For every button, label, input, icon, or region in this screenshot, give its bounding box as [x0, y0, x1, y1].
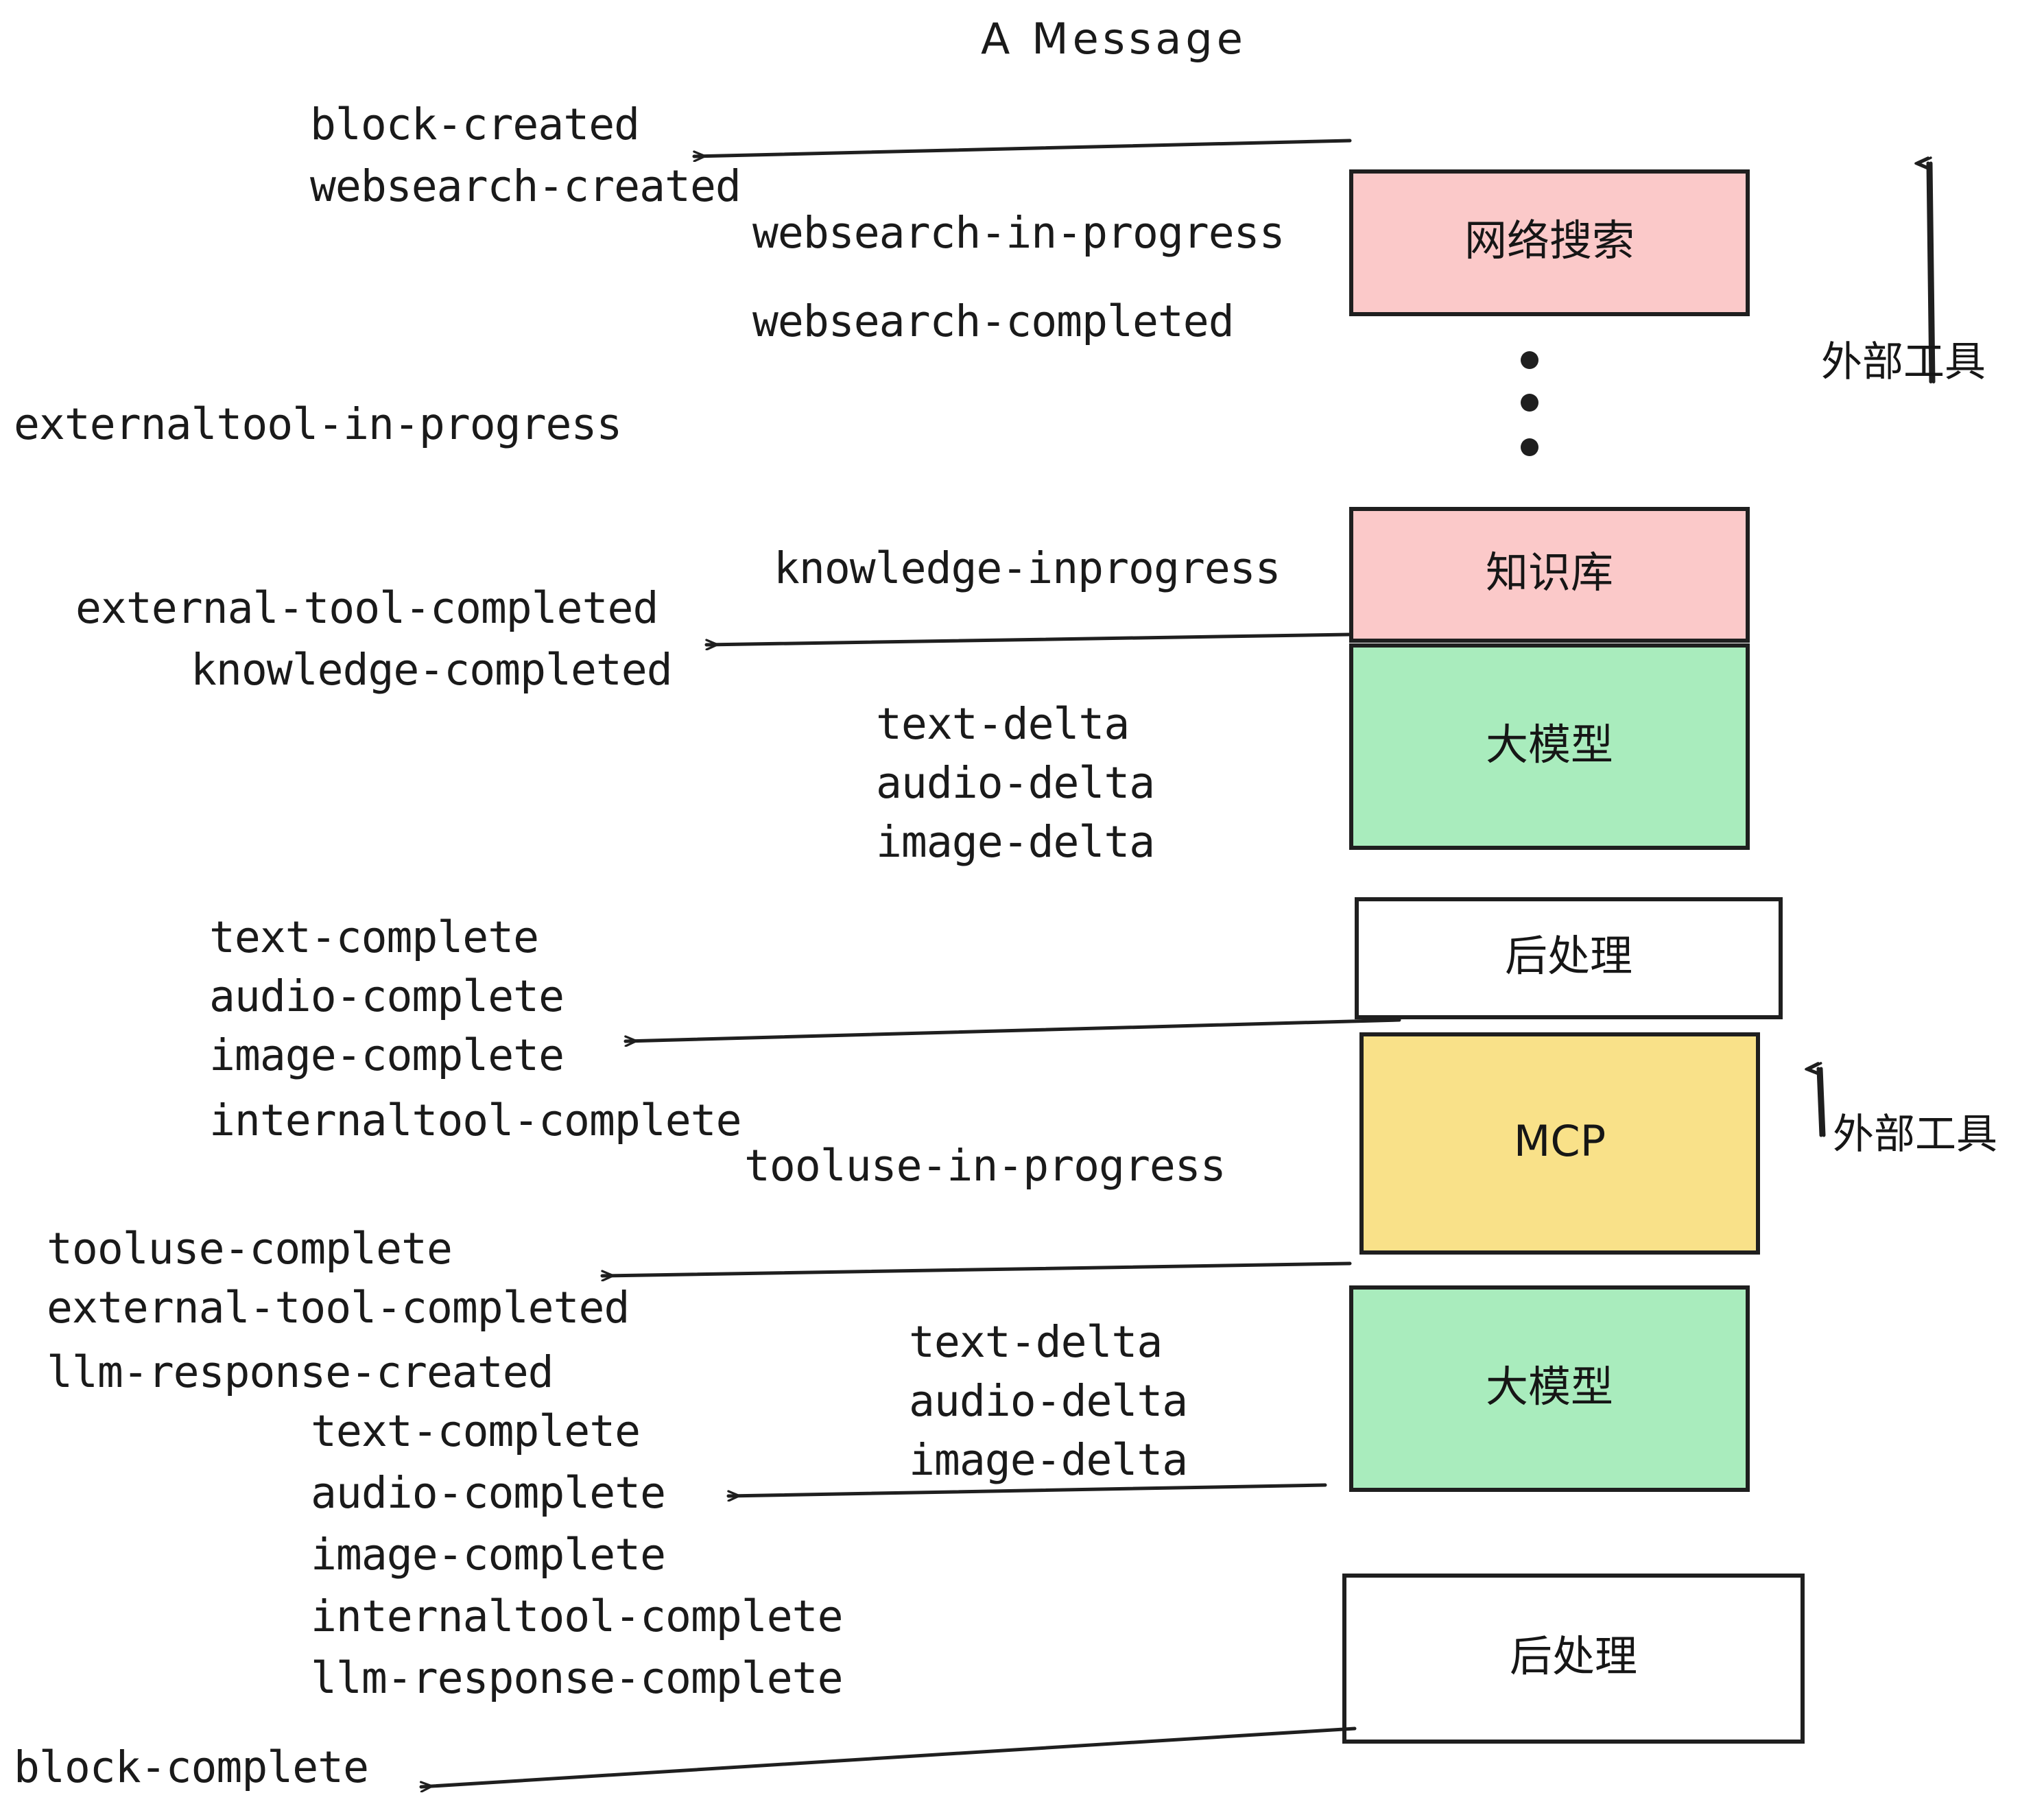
node-box-mcp[interactable] [1359, 1032, 1760, 1255]
event-label-external-tool-completed-2: external-tool-completed [47, 1283, 630, 1333]
event-label-tooluse-complete: tooluse-complete [47, 1224, 453, 1274]
event-label-audio-complete-2: audio-complete [311, 1468, 666, 1518]
event-label-text-complete-1: text-complete [209, 912, 539, 962]
event-label-websearch-created: websearch-created [310, 161, 741, 211]
node-label-postproc-1: 后处理 [1504, 931, 1632, 981]
external-tools-arrow-bottom-up [1805, 1062, 1823, 1137]
ellipsis-dot-2 [1521, 394, 1538, 412]
node-label-postproc-2: 后处理 [1509, 1631, 1637, 1681]
ellipsis-dot-3 [1521, 438, 1538, 456]
flow-arrow-layer [419, 139, 1401, 1787]
event-label-image-complete-1: image-complete [209, 1030, 565, 1080]
event-label-websearch-in-progress: websearch-in-progress [752, 208, 1285, 258]
external-tools-arrow-top-up [1914, 156, 1933, 383]
event-label-text-delta-1: text-delta [876, 699, 1130, 749]
node-label-mcp: MCP [1513, 1116, 1606, 1166]
ellipsis-dot-1 [1521, 351, 1538, 369]
event-label-externaltool-in-progress: externaltool-in-progress [14, 399, 622, 449]
node-box-postproc-1[interactable] [1355, 897, 1783, 1019]
group-label-external-tools-top: 外部工具 [1821, 338, 1986, 386]
arrow-audio-complete [726, 1483, 1327, 1496]
node-box-llm-1[interactable] [1349, 643, 1750, 850]
external-tools-arrow-top-down [1917, 156, 1936, 383]
node-box-postproc-2[interactable] [1342, 1574, 1805, 1744]
double-arrow-layer [1805, 156, 1936, 1137]
node-box-websearch[interactable] [1349, 169, 1750, 316]
event-label-internaltool-complete-2: internaltool-complete [311, 1591, 844, 1641]
ellipsis-dots [1521, 351, 1538, 456]
event-label-image-complete-2: image-complete [311, 1530, 666, 1580]
external-tools-arrow-bottom-down [1807, 1062, 1826, 1137]
event-label-internaltool-complete-1: internaltool-complete [209, 1095, 742, 1146]
event-label-block-complete: block-complete [14, 1742, 369, 1792]
event-label-knowledge-inprogress: knowledge-inprogress [774, 543, 1281, 593]
event-label-audio-complete-1: audio-complete [209, 971, 565, 1021]
group-label-external-tools-bottom: 外部工具 [1833, 1111, 1997, 1159]
event-label-audio-delta-2: audio-delta [909, 1376, 1188, 1426]
event-label-image-delta-2: image-delta [909, 1435, 1188, 1485]
node-label-websearch: 网络搜索 [1464, 215, 1635, 265]
arrow-block-complete [419, 1726, 1357, 1787]
event-label-block-created: block-created [310, 99, 640, 150]
arrow-tooluse-complete [600, 1261, 1352, 1276]
node-box-llm-2[interactable] [1349, 1285, 1750, 1492]
event-label-knowledge-completed: knowledge-completed [191, 645, 673, 695]
event-label-tooluse-in-progress: tooluse-in-progress [744, 1141, 1226, 1191]
node-label-llm-2: 大模型 [1485, 1361, 1613, 1412]
node-box-knowledge[interactable] [1349, 507, 1750, 643]
event-label-external-tool-completed-1: external-tool-completed [75, 583, 658, 633]
arrow-block-created [692, 139, 1352, 156]
page-title: A Message [981, 14, 1247, 64]
event-label-llm-response-complete: llm-response-complete [311, 1653, 844, 1703]
node-label-llm-1: 大模型 [1485, 719, 1613, 770]
node-rect-layer [1342, 169, 1805, 1744]
arrow-image-complete [623, 1018, 1401, 1041]
event-label-text-complete-2: text-complete [311, 1406, 641, 1456]
event-label-audio-delta-1: audio-delta [876, 758, 1155, 808]
event-label-llm-response-created: llm-response-created [47, 1347, 554, 1397]
node-label-knowledge: 知识库 [1485, 547, 1613, 597]
event-label-text-delta-2: text-delta [909, 1317, 1163, 1367]
event-label-image-delta-1: image-delta [876, 817, 1155, 867]
event-label-websearch-completed: websearch-completed [752, 296, 1235, 346]
arrow-knowledge-done [704, 632, 1352, 645]
